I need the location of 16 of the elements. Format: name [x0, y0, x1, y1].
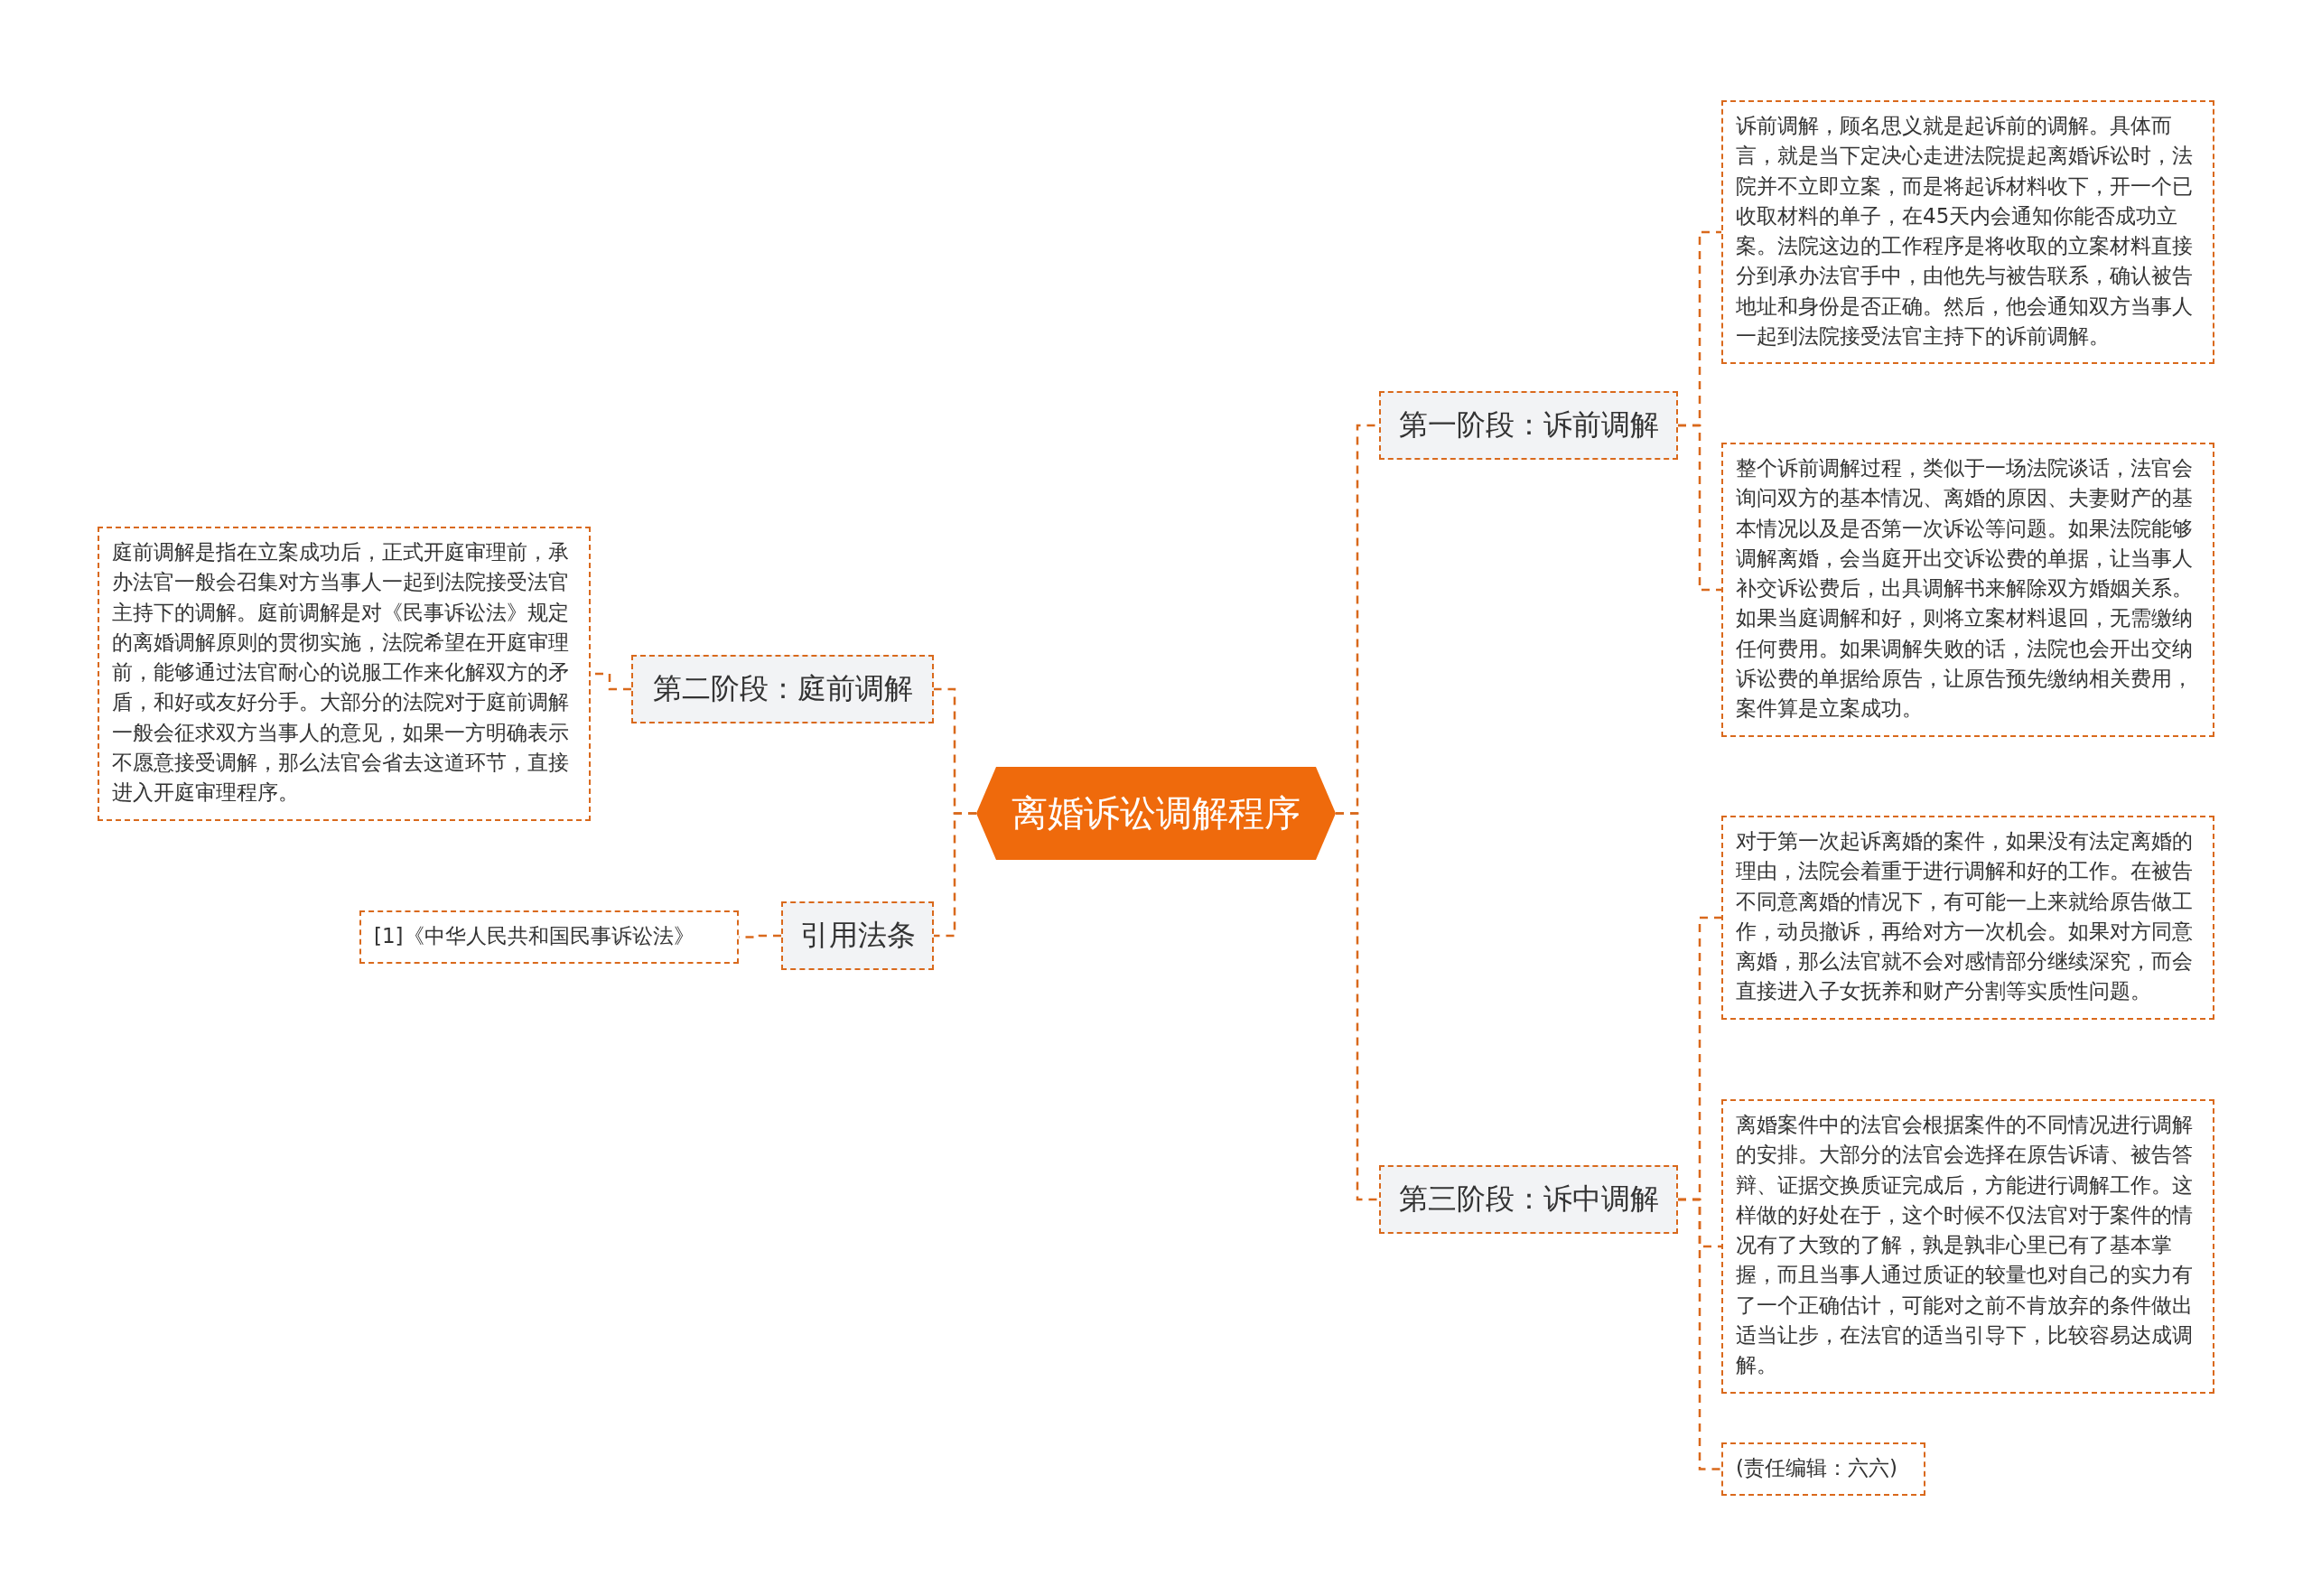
note-box: 离婚案件中的法官会根据案件的不同情况进行调解的安排。大部分的法官会选择在原告诉请、被告答辩、证据交换质证完成后，方能进行调解工作。这样做的好处在于，这个时候不仅法官对于案件的情况有了大致的了解，孰是孰非心里已有了基本掌握，而且当事人通过质证的较量也对自己的实力有了一个正确估计，可能对之前不肯放弃的条件做出适当让步，在法官的适当引导下，比较容易达成调解。 — [1721, 1099, 2214, 1394]
central-topic: 离婚诉讼调解程序 — [976, 767, 1336, 860]
topic-box: 第三阶段：诉中调解 — [1379, 1165, 1678, 1234]
topic-box: 引用法条 — [781, 901, 934, 970]
note-box: 对于第一次起诉离婚的案件，如果没有法定离婚的理由，法院会着重于进行调解和好的工作。在被告不同意离婚的情况下，有可能一上来就给原告做工作，动员撤诉，再给对方一次机会。如果对方同意离婚，那么法官就不会对感情部分继续深究，而会直接进入子女抚养和财产分割等实质性问题。 — [1721, 816, 2214, 1020]
note-box: [1]《中华人民共和国民事诉讼法》 — [359, 910, 739, 965]
note-box: 整个诉前调解过程，类似于一场法院谈话，法官会询问双方的基本情况、离婚的原因、夫妻财产的基本情况以及是否第一次诉讼等问题。如果法院能够调解离婚，会当庭开出交诉讼费的单据，让当事人补交诉讼费后，出具调解书来解除双方婚姻关系。如果当庭调解和好，则将立案材料退回，无需缴纳任何费用。如果调解失败的话，法院也会开出交纳诉讼费的单据给原告，让原告预先缴纳相关费用，案件算是立案成功。 — [1721, 443, 2214, 737]
topic-box: 第二阶段：庭前调解 — [631, 655, 934, 723]
note-box: 庭前调解是指在立案成功后，正式开庭审理前，承办法官一般会召集对方当事人一起到法院接受法官主持下的调解。庭前调解是对《民事诉讼法》规定的离婚调解原则的贯彻实施，法院希望在开庭审理前，能够通过法官耐心的说服工作来化解双方的矛盾，和好或友好分手。大部分的法院对于庭前调解一般会征求双方当事人的意见，如果一方明确表示不愿意接受调解，那么法官会省去这道环节，直接进入开庭审理程序。 — [98, 527, 591, 821]
note-box: (责任编辑：六六) — [1721, 1442, 1925, 1497]
connector-line — [1336, 812, 1379, 1201]
note-box: 诉前调解，顾名思义就是起诉前的调解。具体而言，就是当下定决心走进法院提起离婚诉讼时，法院并不立即立案，而是将起诉材料收下，开一个已收取材料的单子，在45天内会通知你能否成功立案。法院这边的工作程序是将收取的立案材料直接分到承办法官手中，由他先与被告联系，确认被告地址和身份是否正确。然后，他会通知双方当事人一起到法院接受法官主持下的诉前调解。 — [1721, 100, 2214, 365]
topic-box: 第一阶段：诉前调解 — [1379, 391, 1678, 460]
connector-line — [1678, 1198, 1721, 1470]
connector-line — [1678, 424, 1721, 592]
connector-line — [934, 812, 976, 938]
